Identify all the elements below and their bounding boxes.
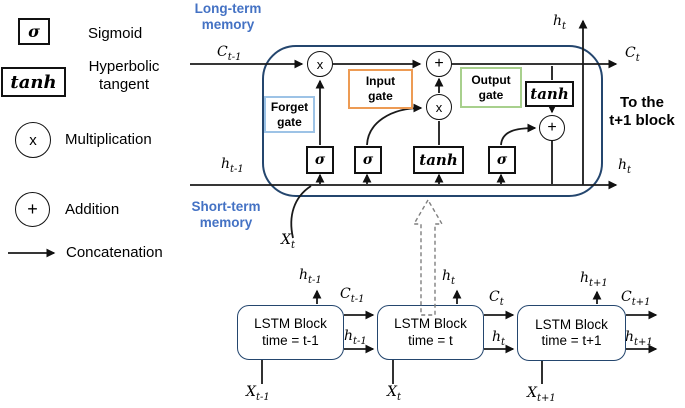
sigma-symbol: σ bbox=[496, 152, 508, 168]
sigma-symbol: σ bbox=[362, 152, 374, 168]
x-input-label: Xt bbox=[281, 232, 295, 251]
input-sigmoid-box: σ bbox=[354, 146, 382, 174]
h-out-top-label: ht bbox=[553, 13, 567, 32]
output-add-circle: + bbox=[539, 115, 565, 141]
input-multiply-circle: x bbox=[426, 94, 452, 120]
legend-tanh-box: tanh bbox=[1, 67, 66, 97]
tanh-symbol: tanh bbox=[419, 151, 458, 169]
legend-sigmoid-box: σ bbox=[18, 18, 50, 45]
sigma-symbol: σ bbox=[314, 152, 326, 168]
forget-sigmoid-box: σ bbox=[306, 146, 334, 174]
lstm-block-t-minus-1: LSTM Block time = t-1 bbox=[237, 305, 344, 360]
tanh-symbol: tanh bbox=[530, 85, 569, 103]
legend-tanh-label: Hyperbolic tangent bbox=[88, 58, 160, 94]
input-gate-text: Input gate bbox=[365, 74, 396, 103]
h-prev-label: ht-1 bbox=[221, 156, 244, 175]
block3-x-label: Xt+1 bbox=[527, 385, 556, 404]
multiply-symbol: x bbox=[316, 56, 324, 72]
lstm-cell-outline bbox=[262, 45, 603, 197]
link3-c-label: Ct+1 bbox=[621, 289, 651, 308]
add-symbol: + bbox=[434, 55, 444, 72]
tanh-symbol: tanh bbox=[10, 71, 57, 93]
legend-sigmoid-label: Sigmoid bbox=[88, 25, 143, 42]
lstm-block-t-plus-1: LSTM Block time = t+1 bbox=[517, 305, 626, 361]
block1-h-top-label: ht-1 bbox=[299, 267, 322, 286]
lstm-block-t: LSTM Block time = t bbox=[377, 305, 484, 360]
multiply-symbol: x bbox=[29, 131, 37, 149]
block-title: LSTM Block time = t-1 bbox=[254, 316, 327, 348]
link2-h-label: ht bbox=[492, 329, 506, 348]
add-symbol: + bbox=[27, 199, 38, 219]
forget-gate-label: Forget gate bbox=[264, 96, 315, 133]
block-title: LSTM Block time = t+1 bbox=[535, 316, 608, 348]
block2-x-label: Xt bbox=[387, 384, 401, 403]
forget-multiply-circle: x bbox=[307, 51, 333, 77]
forget-gate-text: Forget gate bbox=[270, 99, 309, 129]
h-out-right-label: ht bbox=[618, 157, 632, 176]
legend-add-label: Addition bbox=[65, 201, 120, 218]
output-tanh-box: tanh bbox=[525, 81, 574, 107]
link1-c-label: Ct-1 bbox=[340, 286, 365, 305]
sigma-symbol: σ bbox=[28, 22, 40, 41]
add-symbol: + bbox=[547, 119, 557, 136]
link3-h-label: ht+1 bbox=[625, 329, 653, 348]
legend-multiply-label: Multiplication bbox=[65, 131, 152, 148]
long-term-memory-label: Long-term memory bbox=[194, 1, 262, 33]
multiply-symbol: x bbox=[435, 99, 443, 115]
input-gate-label: Input gate bbox=[348, 69, 413, 109]
legend-multiply-circle: x bbox=[15, 122, 51, 158]
candidate-tanh-box: tanh bbox=[413, 146, 464, 174]
block3-h-top-label: ht+1 bbox=[580, 270, 608, 289]
output-sigmoid-box: σ bbox=[488, 146, 516, 174]
c-prev-label: Ct-1 bbox=[217, 44, 242, 63]
to-next-block-label: To the t+1 block bbox=[609, 94, 675, 130]
block2-h-top-label: ht bbox=[442, 268, 456, 287]
legend-concat-label: Concatenation bbox=[66, 244, 163, 261]
input-sigmoid-curve bbox=[366, 103, 423, 146]
zoom-callout-arrow bbox=[412, 198, 444, 316]
output-gate-text: Output gate bbox=[471, 72, 511, 102]
block1-x-label: Xt-1 bbox=[246, 384, 270, 403]
link2-c-label: Ct bbox=[489, 289, 504, 308]
block-title: LSTM Block time = t bbox=[394, 316, 467, 348]
cell-add-circle: + bbox=[426, 51, 452, 77]
legend-add-circle: + bbox=[15, 192, 50, 227]
xt-input-curve bbox=[290, 185, 312, 239]
short-term-memory-label: Short-term memory bbox=[191, 199, 261, 231]
output-gate-label: Output gate bbox=[460, 67, 522, 108]
link1-h-label: ht-1 bbox=[344, 328, 367, 347]
c-out-label: Ct bbox=[625, 45, 640, 64]
output-sigmoid-curve bbox=[500, 123, 537, 146]
